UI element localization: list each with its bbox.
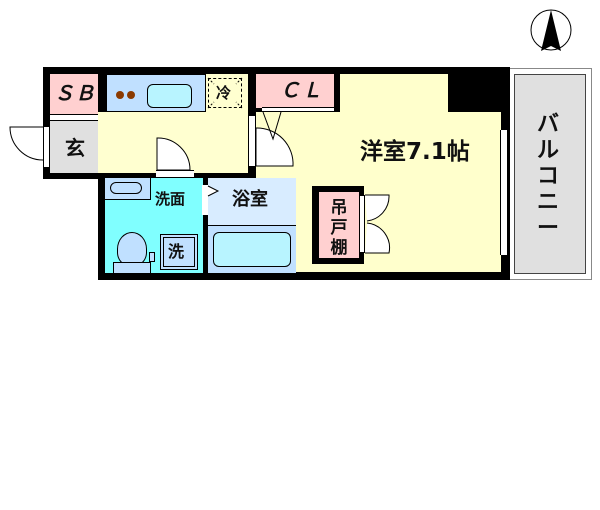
closet-cl-label: ＣＬ — [280, 78, 324, 102]
fridge-outline — [208, 78, 242, 108]
bathroom-door-opening — [202, 185, 208, 215]
western-room-upper — [340, 74, 448, 114]
washer-inner — [163, 237, 195, 267]
bathtub-icon — [213, 232, 291, 267]
fridge-label: 冷 — [216, 84, 232, 102]
entrance-label: 玄 — [65, 136, 85, 160]
washroom-label: 洗面 — [155, 190, 186, 208]
closet-door[interactable] — [262, 107, 334, 112]
bathroom-label: 浴室 — [232, 189, 268, 210]
wash-basin-bowl — [110, 182, 142, 194]
entrance — [50, 121, 102, 173]
washer-label: 洗 — [168, 242, 185, 261]
stove-burner-icon — [116, 91, 124, 99]
corridor-kitchen-side — [98, 112, 102, 173]
storage-sb-label: ＳＢ — [54, 81, 96, 105]
toilet-bowl-icon — [117, 232, 147, 266]
hanging-cabinet-inner — [319, 192, 359, 258]
storage-sb — [50, 74, 98, 116]
closet-cl — [256, 74, 334, 108]
balcony — [508, 68, 592, 280]
toilet-button-icon — [149, 252, 155, 262]
balcony-label: バ ル コ ニ ー — [537, 112, 560, 241]
stove-burner-icon — [127, 91, 135, 99]
hanging-cabinet-label: 吊 戸 棚 — [330, 198, 348, 258]
kitchen-sink-icon — [147, 84, 192, 108]
hanging-cabinet-door[interactable] — [359, 195, 365, 253]
balcony-window[interactable] — [500, 130, 508, 255]
toilet-tank-icon — [113, 262, 151, 274]
western-room-label: 洋室7.1帖 — [360, 139, 470, 165]
entrance-door-opening — [43, 127, 50, 167]
storage-sb-sliding-door[interactable] — [50, 114, 98, 121]
washer-space — [160, 234, 198, 270]
